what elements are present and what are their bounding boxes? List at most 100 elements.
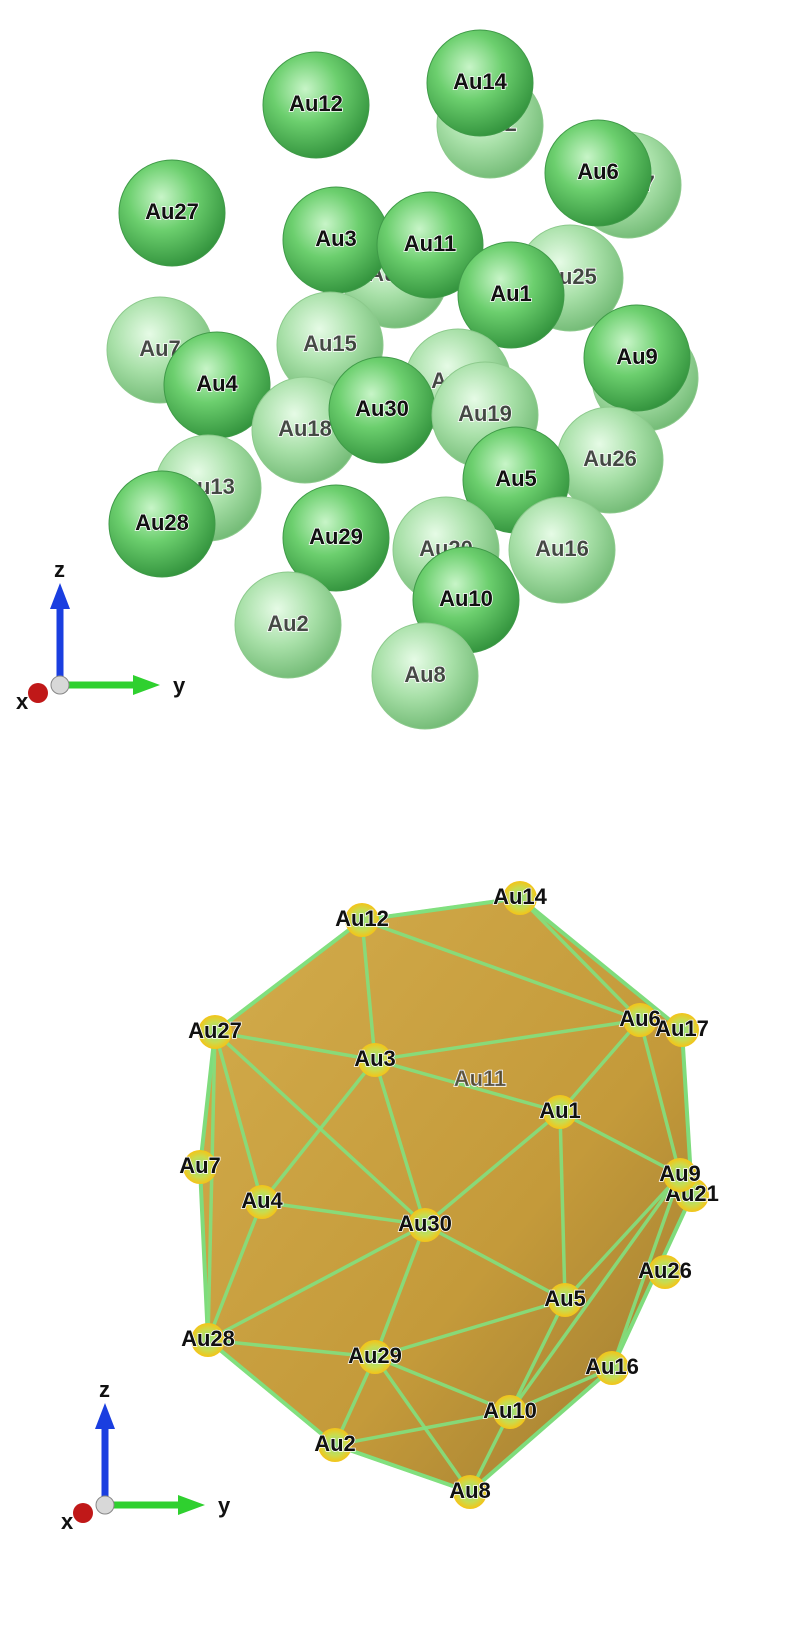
- bond-edge: [509, 1366, 613, 1414]
- atom-dot: [665, 1013, 699, 1047]
- atom-dot: [595, 1351, 629, 1385]
- atom-dot: [358, 1043, 392, 1077]
- atom-sphere: Au1: [457, 241, 565, 349]
- atom-dot: [623, 1003, 657, 1037]
- atom-dot: [503, 881, 537, 915]
- atom-label: Au16: [585, 1354, 639, 1379]
- bond-edge: [373, 1355, 472, 1494]
- atom-sphere: Au9: [583, 304, 691, 412]
- atom-label: Au16: [535, 536, 589, 561]
- x-label: x: [16, 689, 29, 714]
- axis-origin: [95, 1495, 115, 1515]
- x-label: x: [61, 1509, 74, 1534]
- sphere: [583, 304, 691, 412]
- atom-label: Au30: [355, 396, 409, 421]
- axis-origin: [50, 675, 70, 695]
- y-arrow-head-icon: [178, 1495, 205, 1515]
- x-axis-head-icon: [28, 683, 48, 703]
- bond-edge: [374, 1298, 566, 1359]
- atom-sphere: Au3: [282, 186, 390, 294]
- atom-label: Au7: [179, 1153, 221, 1178]
- sphere: [282, 484, 390, 592]
- z-label: z: [54, 557, 65, 582]
- atom-vertex: Au2: [313, 1428, 357, 1462]
- sphere: [544, 119, 652, 227]
- z-arrow-head-icon: [95, 1403, 115, 1429]
- atom-label: Au11: [454, 1066, 507, 1091]
- atom-label: Au28: [181, 1326, 235, 1351]
- atom-sphere: Au30: [328, 356, 436, 464]
- axis-triad: zyx: [16, 557, 186, 714]
- atom-label: Au12: [335, 906, 389, 931]
- atom-dot: [198, 1015, 232, 1049]
- bond-edge: [508, 1173, 682, 1414]
- atom-sphere: Au8: [371, 622, 479, 730]
- x-axis-head-icon: [73, 1503, 93, 1523]
- bond-edge: [508, 1299, 567, 1413]
- atom-dot: [543, 1095, 577, 1129]
- atom-label: Au5: [544, 1286, 586, 1311]
- atom-vertex: Au14: [492, 881, 548, 915]
- bond-edge: [361, 918, 641, 1022]
- atom-label: Au4: [196, 371, 238, 396]
- bond-edge: [207, 1338, 376, 1359]
- bond-edge: [374, 1058, 561, 1114]
- atom-dot: [408, 1208, 442, 1242]
- atom-vertex: Au30: [397, 1208, 453, 1242]
- atom-label: Au14: [453, 69, 508, 94]
- atom-label: Au29: [309, 524, 363, 549]
- atom-sphere: Au27: [118, 159, 226, 267]
- sphere: [376, 191, 484, 299]
- atom-label: Au3: [315, 226, 357, 251]
- bond-edge: [610, 1174, 682, 1369]
- bond-edge: [558, 1111, 567, 1301]
- atom-label: Au27: [145, 199, 199, 224]
- z-arrow-head-icon: [50, 583, 70, 609]
- bond-edge: [206, 1031, 217, 1341]
- sphere: [108, 470, 216, 578]
- atom-label: Au8: [449, 1478, 491, 1503]
- atom-label: Au8: [404, 662, 446, 687]
- atom-sphere: Au4: [163, 331, 271, 439]
- atom-sphere: Au14: [426, 29, 534, 137]
- bond-edge: [374, 1018, 641, 1062]
- bond-edge: [261, 1200, 426, 1227]
- atom-dot: [183, 1150, 217, 1184]
- atom-vertex: Au17: [654, 1013, 710, 1047]
- bond-edge: [558, 1018, 642, 1114]
- atom-sphere: Au11: [376, 191, 484, 299]
- bond-edge: [334, 1443, 471, 1494]
- atom-dot: [245, 1185, 279, 1219]
- bond-edge: [373, 1059, 427, 1226]
- sphere: [457, 241, 565, 349]
- atom-label: Au4: [241, 1188, 283, 1213]
- atom-vertex: Au8: [448, 1475, 492, 1509]
- bond-edge: [206, 1201, 264, 1341]
- atom-dot: [191, 1323, 225, 1357]
- bond-edge: [260, 1058, 377, 1204]
- atom-label: Au30: [398, 1211, 452, 1236]
- atom-sphere: Au29: [282, 484, 390, 592]
- bond-edge: [213, 918, 364, 1034]
- atom-label: Au1: [490, 281, 532, 306]
- y-label: y: [218, 1493, 231, 1518]
- atom-label: Au29: [348, 1343, 402, 1368]
- atom-dot: [358, 1340, 392, 1374]
- bond-edge: [563, 1173, 682, 1302]
- atom-label: Au9: [659, 1161, 701, 1186]
- atom-label: Au1: [539, 1098, 581, 1123]
- atom-dot: [318, 1428, 352, 1462]
- atom-vertex: Au9: [658, 1158, 702, 1192]
- atom-label: Au2: [267, 611, 309, 636]
- atom-vertex: Au4: [240, 1185, 284, 1219]
- sphere: [508, 496, 616, 604]
- atom-vertex: Au28: [180, 1323, 236, 1357]
- atom-label: Au3: [354, 1046, 396, 1071]
- atom-vertex: Au12: [334, 903, 390, 937]
- atom-dot: [548, 1283, 582, 1317]
- atom-vertex: Au26: [637, 1255, 693, 1289]
- atom-label: Au26: [583, 446, 637, 471]
- atom-label: Au5: [495, 466, 537, 491]
- atom-sphere: Au28: [108, 470, 216, 578]
